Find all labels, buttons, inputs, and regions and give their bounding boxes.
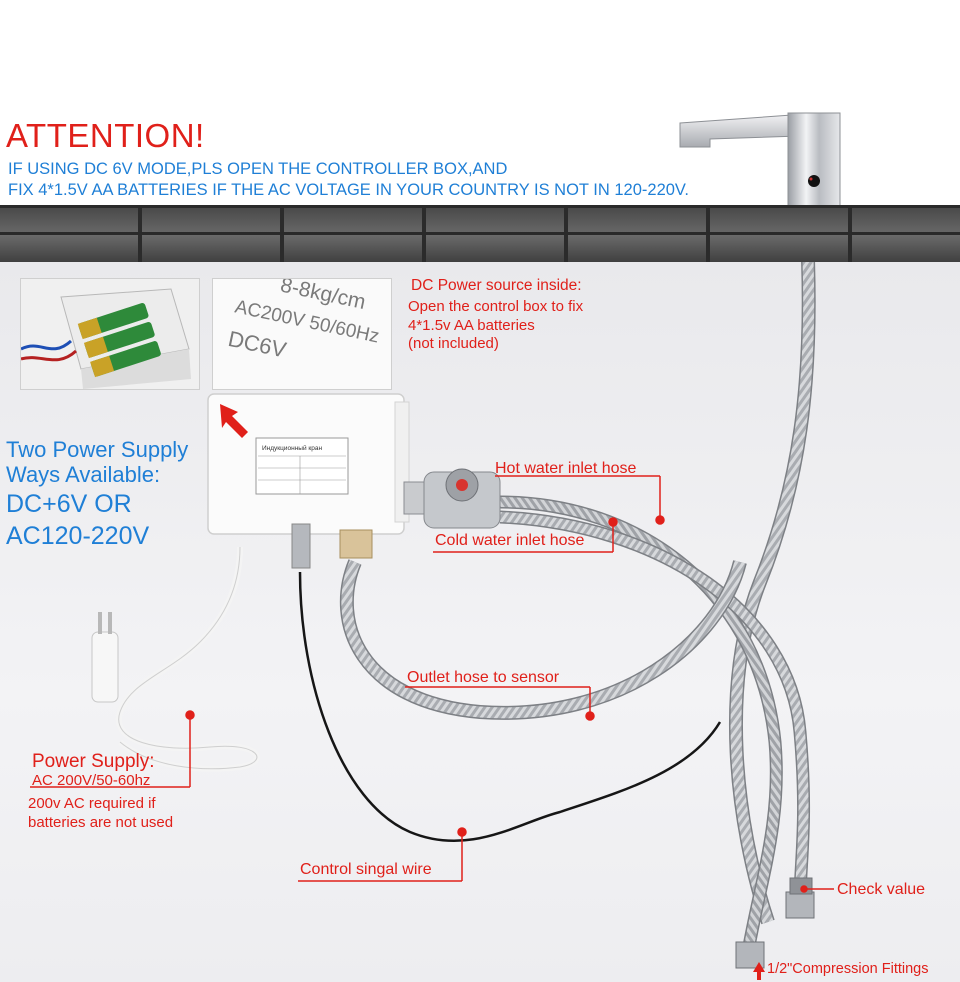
control-wire-label: Control singal wire <box>300 861 432 878</box>
cold-water-inlet-label: Cold water inlet hose <box>435 532 585 549</box>
dc-note-line-1: Open the control box to fix <box>408 298 584 315</box>
dc-note-line-3: (not included) <box>408 335 499 352</box>
outlet-hose-label: Outlet hose to sensor <box>407 669 560 686</box>
attention-title: ATTENTION! <box>6 117 205 154</box>
faucet-image <box>679 112 841 210</box>
attention-line-2: FIX 4*1.5V AA BATTERIES IF THE AC VOLTAG… <box>8 181 690 199</box>
controller-plate-title: Индукционный кран <box>262 444 322 452</box>
power-ways-line-3: DC+6V OR <box>6 490 132 518</box>
wall-mortar-line <box>0 232 960 235</box>
hot-water-inlet-label: Hot water inlet hose <box>495 460 637 477</box>
power-supply-value: AC 200V/50-60hz <box>32 772 151 789</box>
power-ways-line-2: Ways Available: <box>6 462 161 487</box>
power-ways-line-4: AC120-220V <box>6 522 150 550</box>
power-ways-line-1: Two Power Supply <box>6 437 189 462</box>
power-supply-title: Power Supply: <box>32 751 155 772</box>
power-supply-note-1: 200v AC required if <box>28 795 156 812</box>
rating-label-photo: 8-8kg/cm AC200V 50/60Hz DC6V <box>212 278 392 390</box>
attention-line-1: IF USING DC 6V MODE,PLS OPEN THE CONTROL… <box>8 160 508 178</box>
check-valve-label: Check value <box>837 881 926 898</box>
plumbing-diagram: Индукционный кран <box>30 262 834 980</box>
compression-fittings-label: 1/2"Compression Fittings <box>767 961 929 977</box>
dc-note-title: DC Power source inside: <box>411 277 582 294</box>
battery-box-photo <box>20 278 200 390</box>
power-supply-note-2: batteries are not used <box>28 814 174 831</box>
stone-wall <box>0 205 960 267</box>
dc-note-line-2: 4*1.5v AA batteries <box>408 317 535 334</box>
